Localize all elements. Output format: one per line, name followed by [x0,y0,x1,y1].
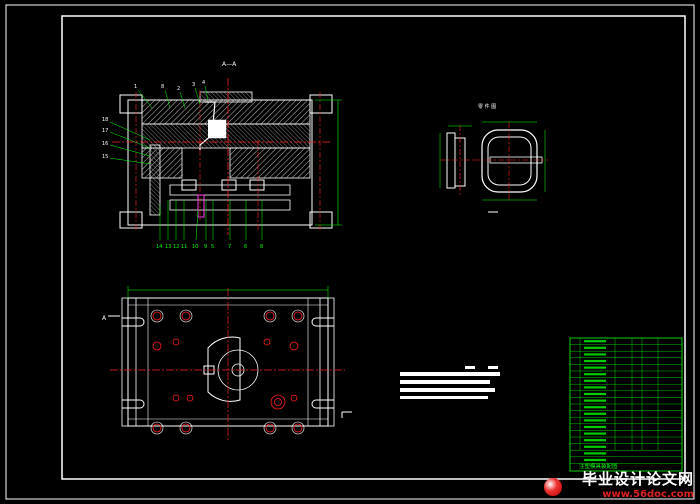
table-cell-mark [584,452,606,455]
table-cell-mark [584,379,606,382]
table-title: 注塑模具装配图 [579,462,618,470]
table-cell-mark [584,373,606,376]
table-cell-mark [584,353,606,356]
callout-7: 7 [228,244,231,250]
callout-9: 9 [204,244,207,250]
part-view: 零 件 图 [439,103,548,213]
callout-17: 17 [102,128,108,134]
drawing-inner-frame [61,15,686,480]
callout-1: 1 [134,84,137,90]
table-cell-mark [584,432,606,435]
callout-13: 13 [165,244,171,250]
table-cell-mark [584,412,606,415]
drawing-border [5,4,695,500]
callout-8b: 8 [260,244,263,250]
table-cell-mark [584,439,606,442]
table-cell-mark [584,419,606,422]
table-cell-mark [584,346,606,349]
callout-12: 12 [173,244,179,250]
plan-view: A [102,286,352,440]
callout-4: 4 [202,80,205,86]
table-cell-mark [584,458,606,462]
callout-18: 18 [102,117,108,123]
callout-10: 10 [192,244,198,250]
watermark: 毕业设计论文网 www.56doc.com [582,468,694,500]
table-cell-mark [584,340,606,343]
view-marker-a: A [102,315,107,322]
callout-8: 8 [161,84,164,90]
watermark-text: 毕业设计论文网 [581,470,694,488]
table-cell-mark [584,445,606,448]
technical-notes [400,366,500,399]
parts-table [569,337,683,472]
callout-6: 6 [244,244,247,250]
callout-11: 11 [181,244,187,250]
watermark-url: www.56doc.com [602,489,694,500]
table-cell-mark [584,359,606,363]
callout-3: 3 [192,82,195,88]
table-cell-mark [584,386,606,389]
watermark-logo-icon [544,478,562,496]
callout-15: 15 [102,154,108,160]
callout-16: 16 [102,141,108,147]
part-label: 零 件 图 [478,103,496,110]
section-view: A—A [102,61,342,250]
callout-14: 14 [156,244,162,250]
table-cell-mark [584,399,606,402]
callout-5: 5 [211,244,214,250]
table-cell-mark [584,392,606,396]
section-label: A—A [222,61,237,68]
table-cell-mark [584,425,606,429]
table-cell-mark [584,366,606,369]
table-cell-mark [584,406,606,409]
callout-2: 2 [177,86,180,92]
